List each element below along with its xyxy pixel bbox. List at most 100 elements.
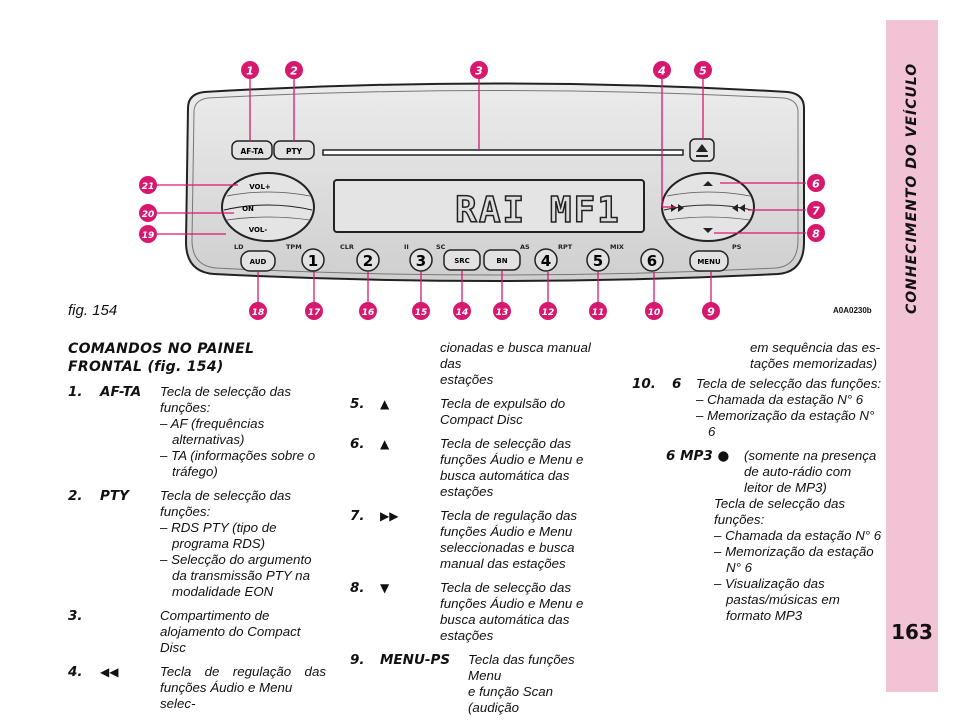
callout-1: 1 bbox=[241, 61, 259, 79]
volume-knob bbox=[221, 172, 315, 242]
svg-text:MIX: MIX bbox=[610, 243, 624, 251]
src-button bbox=[443, 249, 481, 271]
svg-text:16: 16 bbox=[362, 308, 375, 318]
item-2: 2. PTY Tecla de selecção das funções: – … bbox=[68, 488, 312, 599]
svg-text:CLR: CLR bbox=[340, 243, 354, 251]
item-4: 4. ◀◀ Tecla de regulação das funções Áud… bbox=[68, 664, 326, 711]
svg-text:AUD: AUD bbox=[250, 258, 267, 266]
svg-text:7: 7 bbox=[812, 205, 820, 218]
radio-figure: RAI MF1 AF-TA PTY VOL+ ON VOL- LD TPM CL… bbox=[128, 50, 864, 325]
callout-19: 19 bbox=[139, 225, 157, 243]
svg-text:3: 3 bbox=[475, 65, 483, 78]
svg-text:19: 19 bbox=[142, 231, 155, 241]
preset-6-button bbox=[640, 248, 664, 272]
item-5: 5. ▲ Tecla de expulsão do Compact Disc bbox=[350, 396, 566, 427]
item-7: 7. ▶▶ Tecla de regulação das funções Áud… bbox=[350, 508, 578, 571]
aud-button bbox=[240, 250, 276, 272]
svg-text:SC: SC bbox=[436, 243, 446, 251]
figure-caption: fig. 154 bbox=[68, 302, 118, 319]
svg-text:II: II bbox=[404, 243, 409, 251]
text-column-2: cionadas e busca manual das estações 5. … bbox=[350, 340, 604, 724]
radio-panel-illustration: RAI MF1 AF-TA PTY VOL+ ON VOL- LD TPM CL… bbox=[139, 61, 825, 320]
callout-8: 8 bbox=[807, 224, 825, 242]
callout-4: 4 bbox=[653, 61, 671, 79]
svg-text:SRC: SRC bbox=[454, 257, 470, 265]
svg-text:VOL+: VOL+ bbox=[249, 183, 271, 191]
item-6: 6. ▲ Tecla de selecção das funções Áudio… bbox=[350, 436, 584, 499]
callout-9: 9 bbox=[702, 302, 720, 320]
callout-14: 14 bbox=[453, 302, 471, 320]
page-number: 163 bbox=[891, 620, 933, 644]
svg-text:10: 10 bbox=[648, 308, 661, 318]
svg-text:3: 3 bbox=[416, 252, 426, 270]
svg-text:4: 4 bbox=[541, 252, 551, 270]
callout-7: 7 bbox=[807, 201, 825, 219]
svg-text:18: 18 bbox=[252, 308, 265, 318]
svg-text:20: 20 bbox=[142, 210, 155, 220]
svg-text:4: 4 bbox=[657, 65, 666, 78]
svg-text:AF-TA: AF-TA bbox=[240, 147, 263, 156]
callout-15: 15 bbox=[412, 302, 430, 320]
callout-10: 10 bbox=[645, 302, 663, 320]
svg-text:RPT: RPT bbox=[558, 243, 573, 251]
svg-text:1: 1 bbox=[246, 65, 254, 78]
svg-text:ON: ON bbox=[242, 205, 254, 213]
svg-text:2: 2 bbox=[363, 252, 373, 270]
preset-5-button bbox=[586, 248, 610, 272]
svg-text:BN: BN bbox=[496, 257, 507, 265]
svg-text:11: 11 bbox=[592, 308, 605, 318]
svg-text:17: 17 bbox=[308, 308, 321, 318]
menu-button bbox=[689, 250, 729, 272]
callout-2: 2 bbox=[285, 61, 303, 79]
chapter-title: CONHECIMENTO DO VEÍCULO bbox=[904, 62, 920, 314]
callout-17: 17 bbox=[305, 302, 323, 320]
svg-text:15: 15 bbox=[415, 308, 428, 318]
svg-text:5: 5 bbox=[593, 252, 603, 270]
svg-text:MENU: MENU bbox=[697, 258, 721, 266]
svg-text:21: 21 bbox=[142, 182, 155, 192]
callout-13: 13 bbox=[493, 302, 511, 320]
svg-text:6: 6 bbox=[812, 178, 820, 191]
text-column-1: COMANDOS NO PAINEL FRONTAL (fig. 154) 1.… bbox=[68, 340, 326, 720]
svg-text:AS: AS bbox=[520, 243, 530, 251]
svg-text:8: 8 bbox=[812, 228, 820, 241]
item-9-continuation: em sequência das es- tações memorizadas) bbox=[750, 340, 881, 371]
item-10: 10. 6 Tecla de selecção das funções: – C… bbox=[632, 376, 882, 439]
text-column-3: em sequência das es- tações memorizadas)… bbox=[632, 340, 882, 632]
svg-text:9: 9 bbox=[707, 306, 715, 319]
svg-text:5: 5 bbox=[699, 65, 707, 78]
svg-text:12: 12 bbox=[542, 308, 555, 318]
callout-3: 3 bbox=[470, 61, 488, 79]
svg-text:PS: PS bbox=[732, 243, 742, 251]
preset-2-button bbox=[356, 248, 380, 272]
callout-markers: 1 2 3 4 5 6 7 8 9 10 11 12 13 14 15 16 1… bbox=[139, 61, 825, 320]
figure-code: A0A0230b bbox=[833, 306, 872, 315]
svg-text:1: 1 bbox=[308, 252, 318, 270]
callout-21: 21 bbox=[139, 176, 157, 194]
svg-text:2: 2 bbox=[290, 65, 298, 78]
display bbox=[333, 179, 645, 233]
item-1: 1. AF-TA Tecla de selecção das funções: … bbox=[68, 384, 316, 479]
svg-text:14: 14 bbox=[456, 308, 469, 318]
display-text: RAI MF1 bbox=[455, 190, 621, 231]
callout-16: 16 bbox=[359, 302, 377, 320]
callout-12: 12 bbox=[539, 302, 557, 320]
preset-3-button bbox=[409, 248, 433, 272]
svg-text:LD: LD bbox=[234, 243, 244, 251]
item-8: 8. ▼ Tecla de selecção das funções Áudio… bbox=[350, 580, 584, 643]
callout-18: 18 bbox=[249, 302, 267, 320]
preset-4-button bbox=[534, 248, 558, 272]
item-4-continuation: cionadas e busca manual das estações bbox=[440, 340, 591, 387]
svg-text:13: 13 bbox=[496, 308, 509, 318]
bn-button bbox=[483, 249, 521, 271]
svg-text:PTY: PTY bbox=[286, 147, 303, 156]
section-heading: COMANDOS NO PAINEL FRONTAL (fig. 154) bbox=[68, 341, 255, 375]
callout-leaders bbox=[156, 78, 806, 308]
af-ta-button bbox=[231, 140, 273, 160]
chapter-sidebar: CONHECIMENTO DO VEÍCULO 163 bbox=[886, 20, 938, 692]
item-3: 3. Compartimento de alojamento do Compac… bbox=[68, 608, 301, 655]
item-9: 9. MENU-PS Tecla das funções Menu e funç… bbox=[350, 652, 575, 715]
item-mp3: 6 MP3 ● (somente na presença de auto-rád… bbox=[666, 448, 882, 623]
cd-slot bbox=[322, 149, 684, 156]
callout-5: 5 bbox=[694, 61, 712, 79]
